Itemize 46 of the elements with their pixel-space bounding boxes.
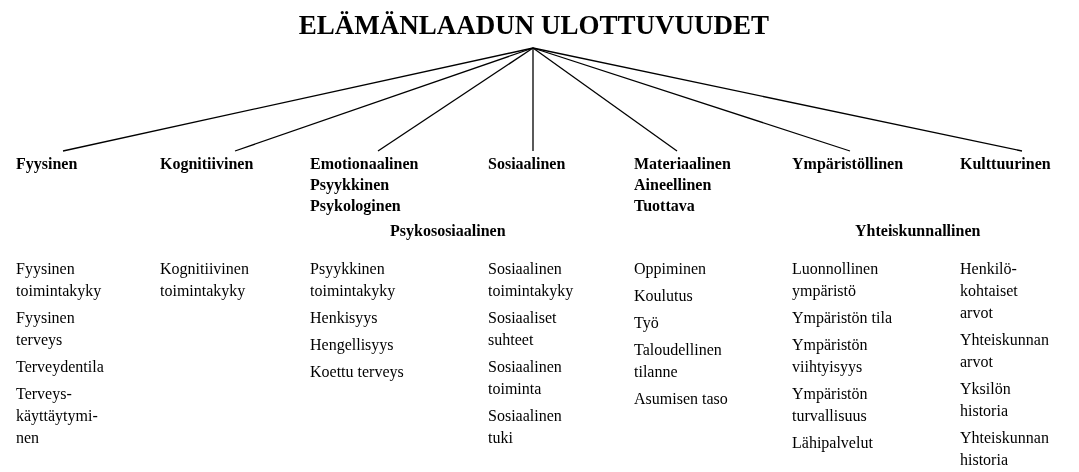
item-text: Sosiaalinen toiminta: [488, 357, 563, 399]
item-text: Sosiaalinen toimintakyky: [488, 259, 575, 302]
item-text: Taloudellinen tilanne: [634, 340, 723, 382]
item-text: Kognitiivinen toimintakyky: [160, 259, 250, 302]
item-text: Koulutus: [634, 286, 694, 306]
item-text: Psyykkinen toimintakyky: [310, 259, 397, 302]
item-text: Henkisyys: [310, 308, 379, 329]
dimension-heading: Aineellinen: [634, 175, 713, 195]
dimension-heading: Ympäristöllinen: [792, 154, 904, 174]
connector-line: [377, 47, 534, 152]
item-text: Yhteiskunnan arvot: [960, 330, 1050, 372]
connector-line: [532, 47, 1023, 152]
item-text: Fyysinen terveys: [16, 308, 76, 351]
item-text: Koettu terveys: [310, 362, 405, 383]
dimension-heading: Psyykkinen: [310, 175, 391, 195]
dimension-heading: Emotionaalinen: [310, 154, 419, 174]
item-text: Henkilö- kohtaiset arvot: [960, 259, 1019, 323]
dimension-heading: Kulttuurinen: [960, 154, 1051, 174]
item-text: Terveys- käyttäytymi- nen: [16, 384, 99, 448]
connector-line: [234, 47, 534, 152]
connector-line: [532, 47, 534, 152]
item-text: Ympäristön tila: [792, 308, 893, 329]
item-text: Sosiaalinen tuki: [488, 406, 563, 448]
item-text: Lähipalvelut: [792, 433, 874, 454]
dimension-heading: Psykologinen: [310, 196, 402, 216]
item-text: Asumisen taso: [634, 389, 729, 409]
group-heading: Yhteiskunnallinen: [855, 221, 981, 241]
root-heading: ELÄMÄNLAADUN ULOTTUVUUDET: [298, 10, 770, 40]
dimension-heading: Fyysinen: [16, 154, 78, 174]
item-text: Terveydentila: [16, 357, 105, 378]
item-text: Oppiminen: [634, 259, 707, 280]
connector-line: [532, 47, 678, 152]
item-text: Luonnollinen ympäristö: [792, 259, 880, 302]
item-text: Yhteiskunnan historia: [960, 428, 1050, 470]
item-text: Sosiaaliset suhteet: [488, 308, 558, 350]
item-text: Fyysinen toimintakyky: [16, 259, 103, 302]
item-text: Ympäristön turvallisuus: [792, 384, 869, 426]
item-text: Työ: [634, 313, 660, 334]
dimension-heading: Materiaalinen: [634, 154, 731, 174]
group-heading: Psykososiaalinen: [390, 221, 506, 242]
dimension-heading: Kognitiivinen: [160, 154, 254, 174]
item-text: Ympäristön viihtyisyys: [792, 335, 869, 378]
item-text: Hengellisyys: [310, 335, 395, 356]
item-text: Yksilön historia: [960, 379, 1012, 421]
dimension-heading: Tuottava: [634, 196, 696, 216]
dimension-heading: Sosiaalinen: [488, 154, 566, 174]
